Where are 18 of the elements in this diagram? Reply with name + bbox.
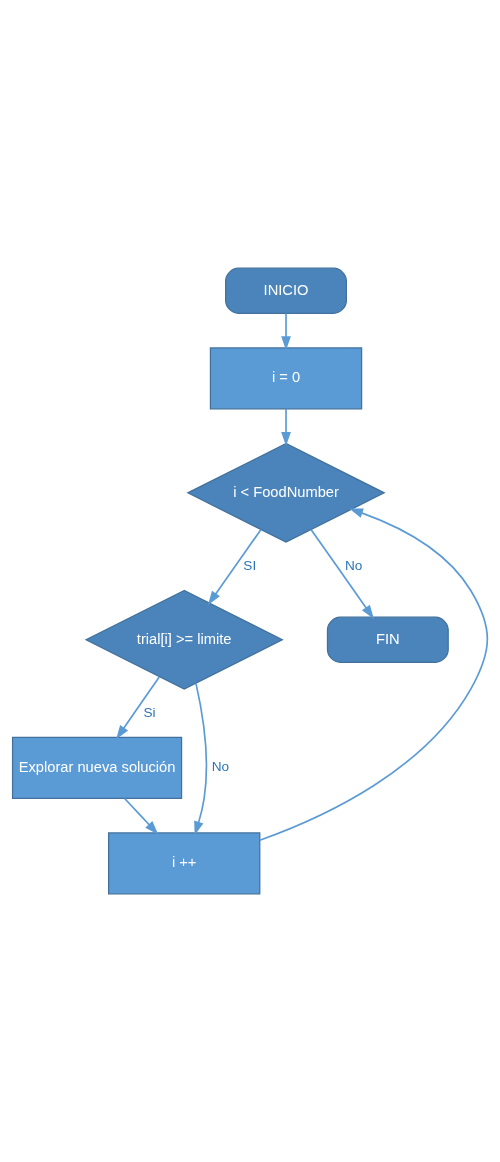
- edge-label: SI: [243, 557, 257, 573]
- node-box: FIN: [326, 616, 449, 663]
- edge-label: No: [211, 759, 230, 775]
- node-box: INICIO: [225, 267, 347, 314]
- node-box: i = 0: [209, 347, 363, 410]
- edge-label: Si: [143, 704, 156, 720]
- arrow: [123, 797, 159, 835]
- arrow: [259, 508, 489, 841]
- arrow: [194, 682, 208, 836]
- arrow: [281, 408, 291, 446]
- node-box: Explorar nueva solución: [11, 736, 183, 799]
- arrow: [116, 676, 161, 740]
- edge-label: No: [345, 557, 363, 573]
- node-diamond: i < FoodNumber: [186, 442, 386, 543]
- arrow: [281, 312, 291, 351]
- arrow: [207, 528, 262, 605]
- node-box: i ++: [108, 832, 261, 895]
- arrow: [310, 528, 374, 619]
